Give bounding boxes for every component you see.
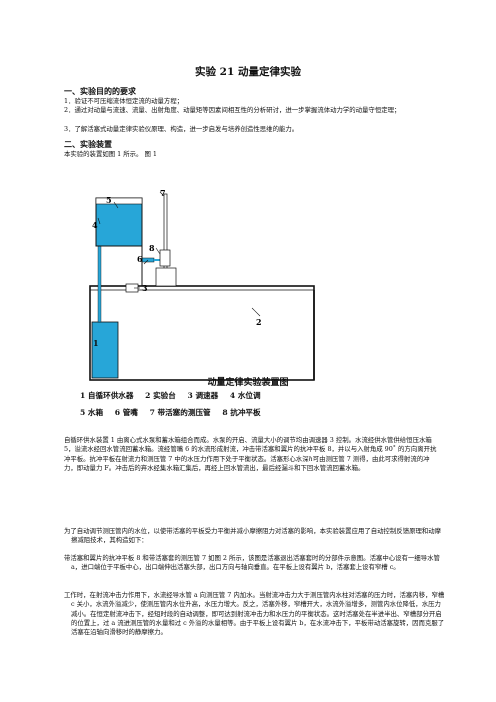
symbol-h: h <box>308 454 313 463</box>
head-tank-top <box>95 197 143 205</box>
purpose-item-2: 2．通过对动量与流速、流量、出射角度、动量矩等因素间相互性的分析研讨，进一步掌握… <box>64 106 401 114</box>
supply-tank <box>91 321 119 379</box>
leader-6 <box>143 259 149 265</box>
legend-row-2: 5 水箱 6 管嘴 7 带活塞的测压管 8 抗冲平板 <box>80 407 270 418</box>
label-2: 2 <box>256 317 262 327</box>
body-paragraph-2: 为了自动调节测压管内的水位，以使带活塞的平板受力平衡并减小摩擦阻力对活塞的影响，… <box>64 527 442 545</box>
collecting-box <box>155 267 177 287</box>
head-tank <box>95 197 143 247</box>
body-paragraph-1-text: 自循环供水装置 1 由离心式水泵和蓄水箱组合而成。水泵的开启、流量大小的调节均由… <box>64 436 437 463</box>
section-heading-apparatus: 二、实验装置 <box>64 139 112 149</box>
body-paragraph-4: 工作时，在射流冲击力作用下，水流经导水管 a 向测压管 7 内加水。当射流冲击力… <box>64 591 445 637</box>
label-5: 5 <box>106 195 112 205</box>
label-7: 7 <box>160 188 166 198</box>
legend-row-1: 1 自循环供水器 2 实验台 3 调速器 4 水位调 <box>80 390 270 401</box>
legend-item-8: 8 抗冲平板 <box>222 408 261 417</box>
legend-item-4: 4 水位调 <box>229 391 261 400</box>
apparatus-diagram: 5 4 7 8 6 3 2 1 <box>89 188 315 381</box>
purpose-item-3: 3．了解活塞式动量定律实验仪原理、构造，进一步启发与培养创造性思维的能力。 <box>64 125 299 133</box>
figure-caption: 动量定律实验装置图 <box>207 378 289 388</box>
legend-item-1: 1 自循环供水器 <box>80 391 134 400</box>
legend-item-7: 7 带活塞的测压管 <box>149 408 211 417</box>
body-paragraph-1: 自循环供水装置 1 由离心式水泵和蓄水箱组合而成。水泵的开启、流量大小的调节均由… <box>64 436 438 473</box>
label-6: 6 <box>137 254 143 264</box>
leader-4 <box>97 217 101 225</box>
page-title: 实验 21 动量定律实验 <box>195 66 301 78</box>
leader-2 <box>251 307 261 317</box>
leader-8 <box>155 247 161 255</box>
leader-7 <box>159 191 165 197</box>
legend-item-3: 3 调速器 <box>187 391 219 400</box>
impact-plate <box>159 249 171 267</box>
label-8: 8 <box>149 243 155 253</box>
legend-item-2: 2 实验台 <box>145 391 176 400</box>
leader-5 <box>113 201 119 209</box>
legend-item-5: 5 水箱 <box>80 408 104 417</box>
section-heading-purpose: 一、实验目的的要求 <box>64 86 136 96</box>
label-1: 1 <box>93 338 99 348</box>
purpose-item-1: 1．验证不可压缩流体恒定流的动量方程； <box>64 97 184 105</box>
apparatus-intro: 本实验的装置如图 1 所示。 图 1 <box>64 150 157 158</box>
label-4: 4 <box>92 220 98 230</box>
legend-item-6: 6 管嘴 <box>114 408 138 417</box>
experiment-table <box>89 285 315 381</box>
label-3: 3 <box>142 283 148 293</box>
body-paragraph-1-tail: 可由测压管 7 测得，由此可求得射流的冲力，即动量力 F。冲击后的弃水经集水箱汇… <box>64 454 430 472</box>
body-paragraph-3: 带活塞和翼片的抗冲平板 8 和带活塞套的测压管 7 如图 2 所示，该图是活塞退… <box>64 554 440 572</box>
